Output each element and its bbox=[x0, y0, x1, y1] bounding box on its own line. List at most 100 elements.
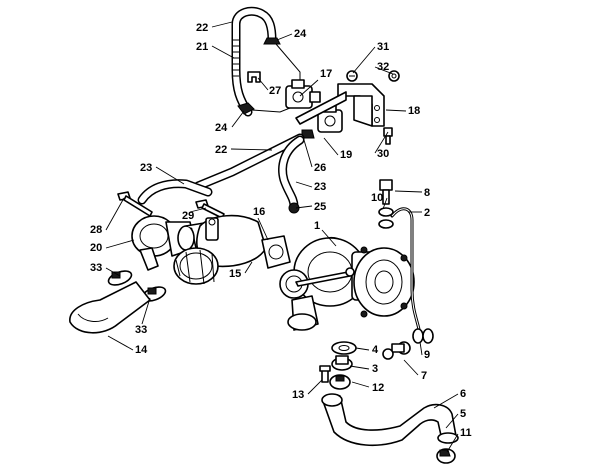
leader-line-c5 bbox=[445, 413, 459, 429]
leader-line-c28 bbox=[105, 197, 125, 231]
leader-line-c23b bbox=[295, 181, 313, 188]
callout-number-c9: 9 bbox=[424, 349, 430, 361]
callout-number-c18: 18 bbox=[408, 105, 420, 117]
callout-number-c33b: 33 bbox=[135, 324, 147, 336]
callout-number-c1: 1 bbox=[314, 220, 320, 232]
callout-number-c16: 16 bbox=[253, 206, 265, 218]
leader-line-c31 bbox=[352, 46, 376, 74]
leader-line-c15 bbox=[244, 261, 253, 274]
callout-number-c25: 25 bbox=[314, 201, 326, 213]
leader-line-c19 bbox=[323, 137, 339, 156]
washer-part-10 bbox=[378, 207, 394, 229]
callout-number-c10: 10 bbox=[371, 192, 383, 204]
callout-number-c8: 8 bbox=[424, 187, 430, 199]
washer-part-32 bbox=[388, 70, 400, 82]
callout-number-c28: 28 bbox=[90, 224, 102, 236]
callout-number-c19: 19 bbox=[340, 149, 352, 161]
callout-number-c11: 11 bbox=[460, 427, 472, 439]
callout-number-c33a: 33 bbox=[90, 262, 102, 274]
screw-part-13 bbox=[319, 365, 331, 383]
callout-number-c29: 29 bbox=[182, 210, 194, 222]
callout-number-c4: 4 bbox=[372, 344, 379, 356]
screw-part-31 bbox=[346, 70, 358, 82]
bracket-part-18 bbox=[295, 83, 385, 127]
callout-number-c21: 21 bbox=[196, 41, 208, 53]
leader-line-c16 bbox=[257, 217, 269, 241]
leader-line-c13 bbox=[307, 379, 323, 395]
hose-clamp-part-24-lower bbox=[237, 102, 255, 115]
callout-number-c23b: 23 bbox=[314, 181, 326, 193]
callout-number-c7: 7 bbox=[421, 370, 427, 382]
callout-number-c32: 32 bbox=[377, 61, 389, 73]
leader-line-c33a bbox=[105, 267, 121, 277]
callout-number-c22a: 22 bbox=[196, 22, 208, 34]
bolt-part-28 bbox=[117, 191, 153, 217]
leader-line-c12 bbox=[351, 381, 370, 388]
leader-line-c1 bbox=[321, 229, 337, 247]
leader-line-c30 bbox=[374, 131, 389, 154]
callout-number-c31: 31 bbox=[377, 41, 389, 53]
fitting-part-3 bbox=[331, 355, 353, 371]
gasket-part-4 bbox=[331, 341, 357, 355]
leader-line-c26 bbox=[303, 139, 313, 168]
callout-number-c3: 3 bbox=[372, 363, 378, 375]
solenoid-valve-part-17 bbox=[285, 79, 321, 109]
leader-line-c14 bbox=[107, 335, 134, 351]
clip-part-27 bbox=[247, 71, 261, 83]
bolt-part-7 bbox=[382, 341, 411, 360]
leader-line-c21 bbox=[211, 45, 235, 59]
callout-number-c30: 30 bbox=[377, 148, 389, 160]
hose-part-22-middle bbox=[193, 133, 305, 191]
callout-number-c2: 2 bbox=[424, 207, 430, 219]
leader-line-c29 bbox=[189, 207, 207, 213]
leader-line-c20 bbox=[105, 239, 135, 249]
callout-number-c23a: 23 bbox=[140, 162, 152, 174]
bolt-part-8 bbox=[379, 179, 393, 205]
callout-leaders bbox=[105, 21, 459, 453]
callout-number-c26: 26 bbox=[314, 162, 326, 174]
bolt-part-29 bbox=[195, 199, 225, 219]
hose-clamp-part-24-upper bbox=[263, 37, 281, 45]
leader-line-c7 bbox=[403, 359, 419, 376]
intake-hose-part-14 bbox=[69, 281, 151, 334]
leader-line-c24a bbox=[276, 33, 293, 41]
callout-number-c13: 13 bbox=[292, 389, 304, 401]
leader-line-c9 bbox=[419, 341, 423, 356]
gasket-part-16 bbox=[261, 235, 291, 269]
leader-line-c6 bbox=[433, 393, 459, 409]
callout-number-c22b: 22 bbox=[215, 144, 227, 156]
callout-number-c17: 17 bbox=[320, 68, 332, 80]
leader-line-c3 bbox=[349, 365, 370, 370]
callout-number-c5: 5 bbox=[460, 408, 466, 420]
callout-number-c14: 14 bbox=[135, 344, 148, 356]
leader-line-c22a bbox=[211, 21, 233, 28]
intake-elbow-part-15 bbox=[173, 214, 267, 285]
callout-number-c27: 27 bbox=[269, 85, 281, 97]
leader-line-c17 bbox=[299, 79, 319, 97]
leader-line-c11 bbox=[446, 433, 459, 453]
leader-line-c22b bbox=[230, 148, 273, 151]
leader-line-c18 bbox=[385, 109, 407, 112]
leader-line-c32 bbox=[374, 66, 394, 75]
leader-line-c33b bbox=[141, 297, 151, 325]
hose-clamp-part-33-upper bbox=[107, 270, 133, 286]
leader-line-c4 bbox=[355, 347, 370, 351]
callout-number-c24b: 24 bbox=[215, 122, 228, 134]
vacuum-hose-part-21 bbox=[231, 6, 277, 117]
turbocharger-part-1 bbox=[279, 236, 415, 331]
hose-clamp-part-5 bbox=[437, 432, 459, 444]
callout-number-c6: 6 bbox=[460, 388, 466, 400]
washer-part-9 bbox=[412, 328, 434, 344]
leader-line-c10 bbox=[382, 197, 388, 210]
leader-line-c25 bbox=[295, 205, 313, 209]
leader-line-c27 bbox=[257, 77, 269, 91]
clamp-part-12 bbox=[329, 374, 351, 390]
hose-clamp-part-11 bbox=[436, 448, 456, 464]
hose-part-23-left bbox=[137, 179, 213, 205]
drain-hose-part-6 bbox=[321, 393, 457, 447]
callout-number-c24a: 24 bbox=[294, 28, 307, 40]
callout-number-c15: 15 bbox=[229, 268, 241, 280]
leader-line-c24b bbox=[231, 110, 245, 128]
